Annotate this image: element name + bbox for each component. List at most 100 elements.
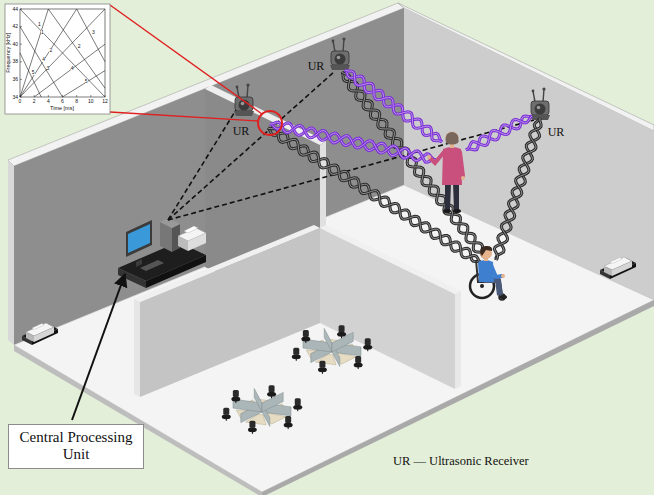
data-link bbox=[168, 72, 534, 220]
desk-cluster bbox=[222, 385, 302, 434]
chirp-plot bbox=[20, 61, 22, 62]
tick-label: 42 bbox=[12, 24, 18, 29]
standing-person bbox=[453, 209, 461, 213]
ultrasonic-wave bbox=[494, 118, 541, 260]
chirp-number: 2 bbox=[78, 44, 81, 49]
ultrasonic-wave bbox=[342, 72, 486, 258]
desk-cluster bbox=[301, 336, 310, 341]
data-link bbox=[168, 72, 334, 220]
text-box: Central Processing Unit bbox=[8, 424, 144, 469]
legend-note: UR — Ultrasonic Receiver bbox=[393, 455, 529, 468]
desk-cluster bbox=[269, 385, 275, 392]
chirp-number: 1 bbox=[41, 30, 44, 35]
chirp-inset bbox=[5, 4, 110, 114]
partition-wall bbox=[320, 228, 455, 389]
ultrasonic-wave bbox=[466, 116, 532, 150]
desk-cluster bbox=[295, 398, 301, 405]
ultrasonic-receiver bbox=[330, 37, 350, 70]
desk-cluster bbox=[223, 408, 229, 415]
wheelchair-user bbox=[501, 274, 505, 278]
desk-cluster bbox=[248, 427, 257, 432]
partition-wall bbox=[140, 228, 320, 397]
leader-arrow bbox=[72, 274, 125, 420]
ultrasonic-receiver bbox=[234, 83, 254, 116]
tick-label: 44 bbox=[12, 7, 18, 12]
ultrasonic-wave bbox=[466, 116, 532, 150]
desk-cluster bbox=[354, 363, 363, 368]
standing-person bbox=[453, 183, 459, 210]
standing-person bbox=[427, 132, 465, 214]
computer-desk bbox=[184, 226, 198, 233]
ultrasonic-wave bbox=[345, 70, 442, 142]
chirp-number: 2 bbox=[49, 48, 52, 53]
tick-label: 4 bbox=[47, 99, 50, 104]
box-text: Central Processing Unit bbox=[15, 429, 137, 464]
zoom-callout bbox=[110, 112, 258, 121]
receiver-label: UR bbox=[548, 126, 565, 138]
ultrasonic-wave bbox=[466, 116, 532, 150]
desk-cluster bbox=[363, 345, 372, 350]
chirp-plot bbox=[76, 95, 77, 97]
wheelchair-user bbox=[484, 280, 500, 295]
chirp-plot bbox=[20, 9, 77, 97]
desk-cluster bbox=[231, 396, 240, 401]
desk-cluster bbox=[284, 423, 293, 428]
desk-cluster bbox=[332, 332, 353, 352]
desk-cluster bbox=[365, 338, 371, 345]
zoom-callout bbox=[258, 111, 282, 135]
data-link bbox=[168, 120, 534, 220]
desk-cluster bbox=[324, 329, 332, 352]
desk-cluster bbox=[339, 325, 345, 332]
wheelchair-user bbox=[470, 246, 507, 300]
desk-cluster bbox=[222, 325, 372, 434]
desk-cluster bbox=[337, 332, 346, 337]
chirp-plot bbox=[20, 79, 22, 80]
computer-desk bbox=[128, 224, 150, 253]
computer-desk bbox=[118, 268, 146, 288]
partition-wall bbox=[134, 225, 461, 397]
tick-label: 0 bbox=[19, 99, 22, 104]
chirp-inset bbox=[5, 4, 110, 114]
chirp-number: 5 bbox=[85, 79, 88, 84]
printer bbox=[600, 257, 636, 279]
desk-cluster bbox=[293, 405, 302, 410]
ultrasonic-wave bbox=[342, 72, 486, 258]
desk-cluster bbox=[292, 354, 301, 359]
receiver-label: UR bbox=[308, 60, 325, 72]
chirp-number: 1 bbox=[38, 22, 41, 27]
ultrasonic-wave bbox=[270, 122, 436, 162]
tick-label: 40 bbox=[12, 42, 18, 47]
ultrasonic-receiver bbox=[530, 87, 550, 120]
chirp-plot bbox=[20, 9, 48, 97]
wheelchair-user bbox=[491, 265, 502, 277]
partition-wall bbox=[455, 291, 461, 389]
standing-person bbox=[430, 152, 444, 163]
computer-desk bbox=[136, 259, 142, 267]
ultrasonic-wave bbox=[494, 118, 541, 260]
chirp-plot bbox=[20, 44, 22, 45]
desk-cluster bbox=[293, 348, 299, 355]
desk-cluster bbox=[249, 421, 255, 428]
chirp-number: 4 bbox=[71, 66, 74, 71]
standing-person bbox=[443, 209, 451, 213]
computer-desk bbox=[178, 236, 188, 251]
standing-person bbox=[427, 155, 431, 159]
zoom-callout bbox=[110, 5, 262, 114]
chirp-plot bbox=[20, 27, 63, 97]
computer-desk bbox=[126, 220, 152, 257]
chirp-plot bbox=[20, 9, 105, 97]
desk-cluster bbox=[222, 414, 231, 419]
outer-walls bbox=[8, 160, 14, 345]
standing-person bbox=[446, 132, 459, 145]
standing-person bbox=[445, 183, 451, 210]
ultrasonic-wave bbox=[270, 122, 436, 162]
partition-wall bbox=[134, 225, 320, 302]
desk-cluster bbox=[267, 392, 276, 397]
tick-label: 34 bbox=[12, 95, 18, 100]
tick-label: 2 bbox=[33, 99, 36, 104]
desk-cluster bbox=[303, 330, 309, 337]
